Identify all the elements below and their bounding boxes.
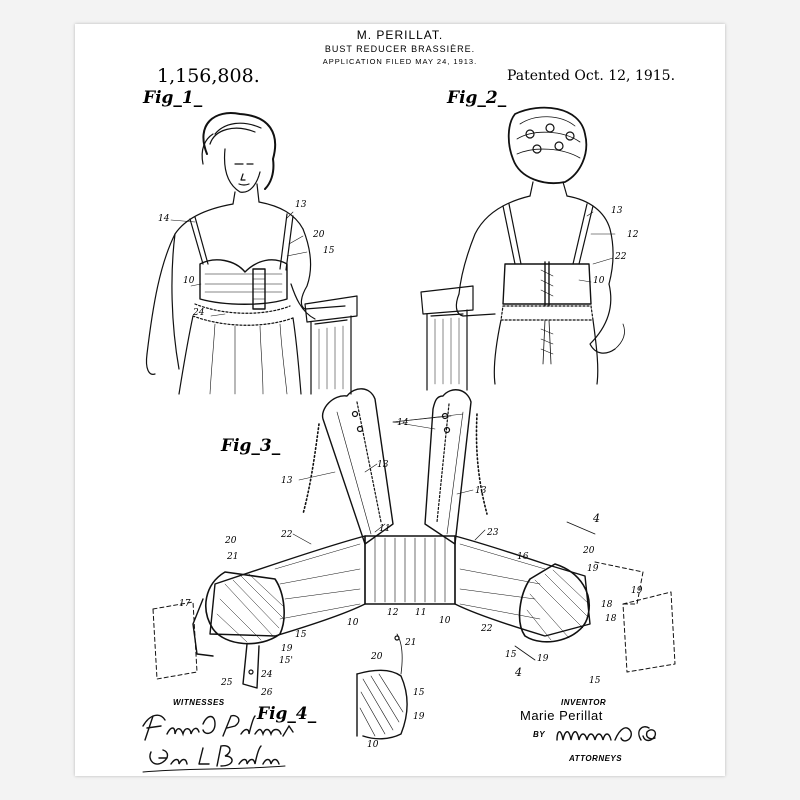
inventor-label: INVENTOR [561, 698, 607, 707]
attorney-signature [556, 726, 657, 742]
ref-label: 14 [158, 214, 170, 224]
ref-label: 10 [183, 276, 195, 286]
ref-label: 24 [261, 670, 273, 680]
ref-label: 10 [347, 618, 359, 628]
ref-label: 25 [221, 678, 233, 688]
ref-label: 17 [179, 599, 191, 609]
ref-label: 10 [439, 616, 451, 626]
ref-label: 4 [515, 666, 522, 679]
ref-label: 16 [517, 552, 529, 562]
ref-label: 22 [281, 530, 293, 540]
ref-label: 13 [611, 206, 623, 216]
patented-date: Patented Oct. 12, 1915. [507, 68, 676, 84]
patent-sheet: M. PERILLAT. BUST REDUCER BRASSIÈRE. APP… [75, 24, 725, 776]
fig-4-label: Fig_4_ [257, 704, 317, 724]
patent-number: 1,156,808. [157, 65, 260, 87]
witnesses-label: WITNESSES [173, 698, 225, 707]
fig-4-drawing [356, 633, 408, 740]
ref-label: 20 [225, 536, 237, 546]
ref-label: 11 [379, 524, 391, 534]
ref-label: 4 [593, 512, 600, 525]
leader-lines [170, 211, 616, 545]
ref-label: 26 [261, 688, 273, 698]
ref-label: 12 [387, 608, 399, 618]
ref-label: 22 [615, 252, 627, 262]
fig-1-label: Fig_1_ [143, 88, 203, 108]
ref-label: 20 [313, 230, 325, 240]
application-filed: APPLICATION FILED MAY 24, 1913. [322, 57, 478, 66]
ref-label: 18 [605, 614, 617, 624]
ref-label: 15 [295, 630, 307, 640]
witness-signature-1 [142, 714, 294, 741]
fig-2-drawing [420, 106, 625, 391]
ref-label: 20 [371, 652, 383, 662]
ref-label: 13 [295, 200, 307, 210]
attorneys-label: ATTORNEYS [569, 754, 623, 763]
ref-label: 19 [587, 564, 599, 574]
fig-3-label: Fig_3_ [221, 436, 281, 456]
ref-label: 24 [193, 308, 205, 318]
fig-1-drawing [145, 112, 358, 395]
ref-label: 19 [413, 712, 425, 722]
ref-label: 22 [481, 624, 493, 634]
ref-label: 19 [281, 644, 293, 654]
ref-label: 21 [405, 638, 417, 648]
ref-label: 15 [323, 246, 335, 256]
invention-title: BUST REDUCER BRASSIÈRE. [324, 44, 476, 54]
ref-label: 10 [593, 276, 605, 286]
ref-label: 11 [415, 608, 427, 618]
ref-label: 10 [367, 740, 379, 750]
ref-label: 15' [279, 656, 293, 666]
ref-label: 12 [627, 230, 639, 240]
ref-label: 14 [397, 418, 409, 428]
ref-label: 15 [589, 676, 601, 686]
ref-label: 20 [583, 546, 595, 556]
ref-label: 18 [601, 600, 613, 610]
ref-label: 13 [281, 476, 293, 486]
ref-label: 19 [631, 586, 643, 596]
by-label: BY [533, 730, 546, 739]
patent-illustration [145, 106, 676, 740]
ref-label: 15 [413, 688, 425, 698]
inventor-heading: M. PERILLAT. [356, 28, 444, 42]
ref-label: 15 [505, 650, 517, 660]
signatures [142, 714, 657, 773]
fig-3-drawing [152, 388, 676, 689]
ref-label: 19 [537, 654, 549, 664]
ref-label: 13 [377, 460, 389, 470]
fig-2-label: Fig_2_ [447, 88, 507, 108]
inventor-name: Marie Perillat [520, 708, 603, 723]
witness-signature-2 [142, 744, 286, 773]
ref-label: 21 [227, 552, 239, 562]
ref-label: 13 [475, 486, 487, 496]
ref-label: 23 [487, 528, 499, 538]
